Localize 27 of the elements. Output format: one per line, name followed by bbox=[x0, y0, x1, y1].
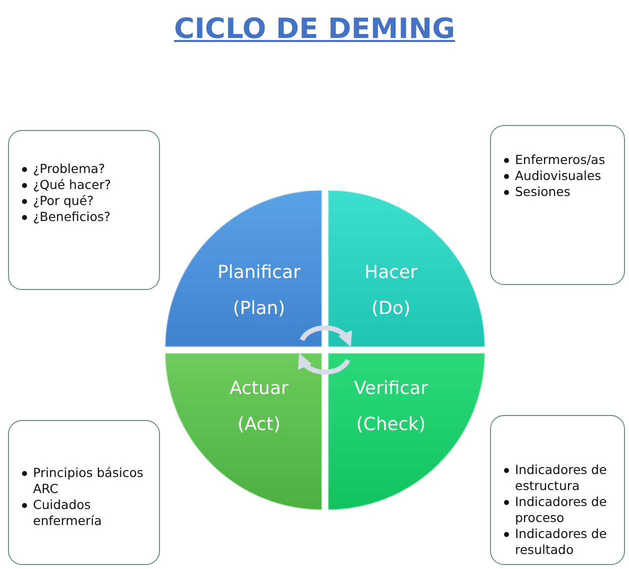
list-item: Indicadores de resultado bbox=[515, 526, 608, 558]
list-item: Indicadores de estructura bbox=[515, 462, 608, 494]
note-box bbox=[8, 420, 160, 565]
list-item: Audiovisuales bbox=[515, 168, 602, 184]
note-box bbox=[8, 130, 160, 290]
quadrant-label: Actuar (Act) bbox=[230, 377, 288, 437]
quadrant-shape bbox=[328, 353, 485, 510]
cycle-arrow bbox=[300, 325, 352, 347]
list-item: ¿Qué hacer? bbox=[33, 177, 111, 193]
list-item: Cuidados enfermería bbox=[33, 497, 103, 529]
quadrant-label: Verificar (Check) bbox=[354, 377, 428, 437]
list-item: Enfermeros/as bbox=[515, 152, 606, 168]
quadrant-label: Hacer (Do) bbox=[364, 261, 418, 321]
quadrant-label: Planificar (Plan) bbox=[218, 261, 300, 321]
diagram-title: CICLO DE DEMING bbox=[172, 12, 456, 45]
list-item: Sesiones bbox=[515, 184, 570, 200]
quadrant-shape bbox=[165, 353, 322, 510]
cycle-arrow bbox=[298, 353, 350, 375]
list-item: Indicadores de proceso bbox=[515, 494, 608, 526]
list-item: Principios básicos ARC bbox=[33, 465, 144, 497]
list-item: ¿Por qué? bbox=[33, 193, 94, 209]
list-item: ¿Beneficios? bbox=[33, 209, 111, 225]
quadrant-shape bbox=[328, 190, 485, 347]
quadrant-shape bbox=[165, 190, 322, 347]
note-box bbox=[490, 125, 625, 285]
list-item: ¿Problema? bbox=[33, 161, 106, 177]
note-box bbox=[490, 415, 625, 565]
